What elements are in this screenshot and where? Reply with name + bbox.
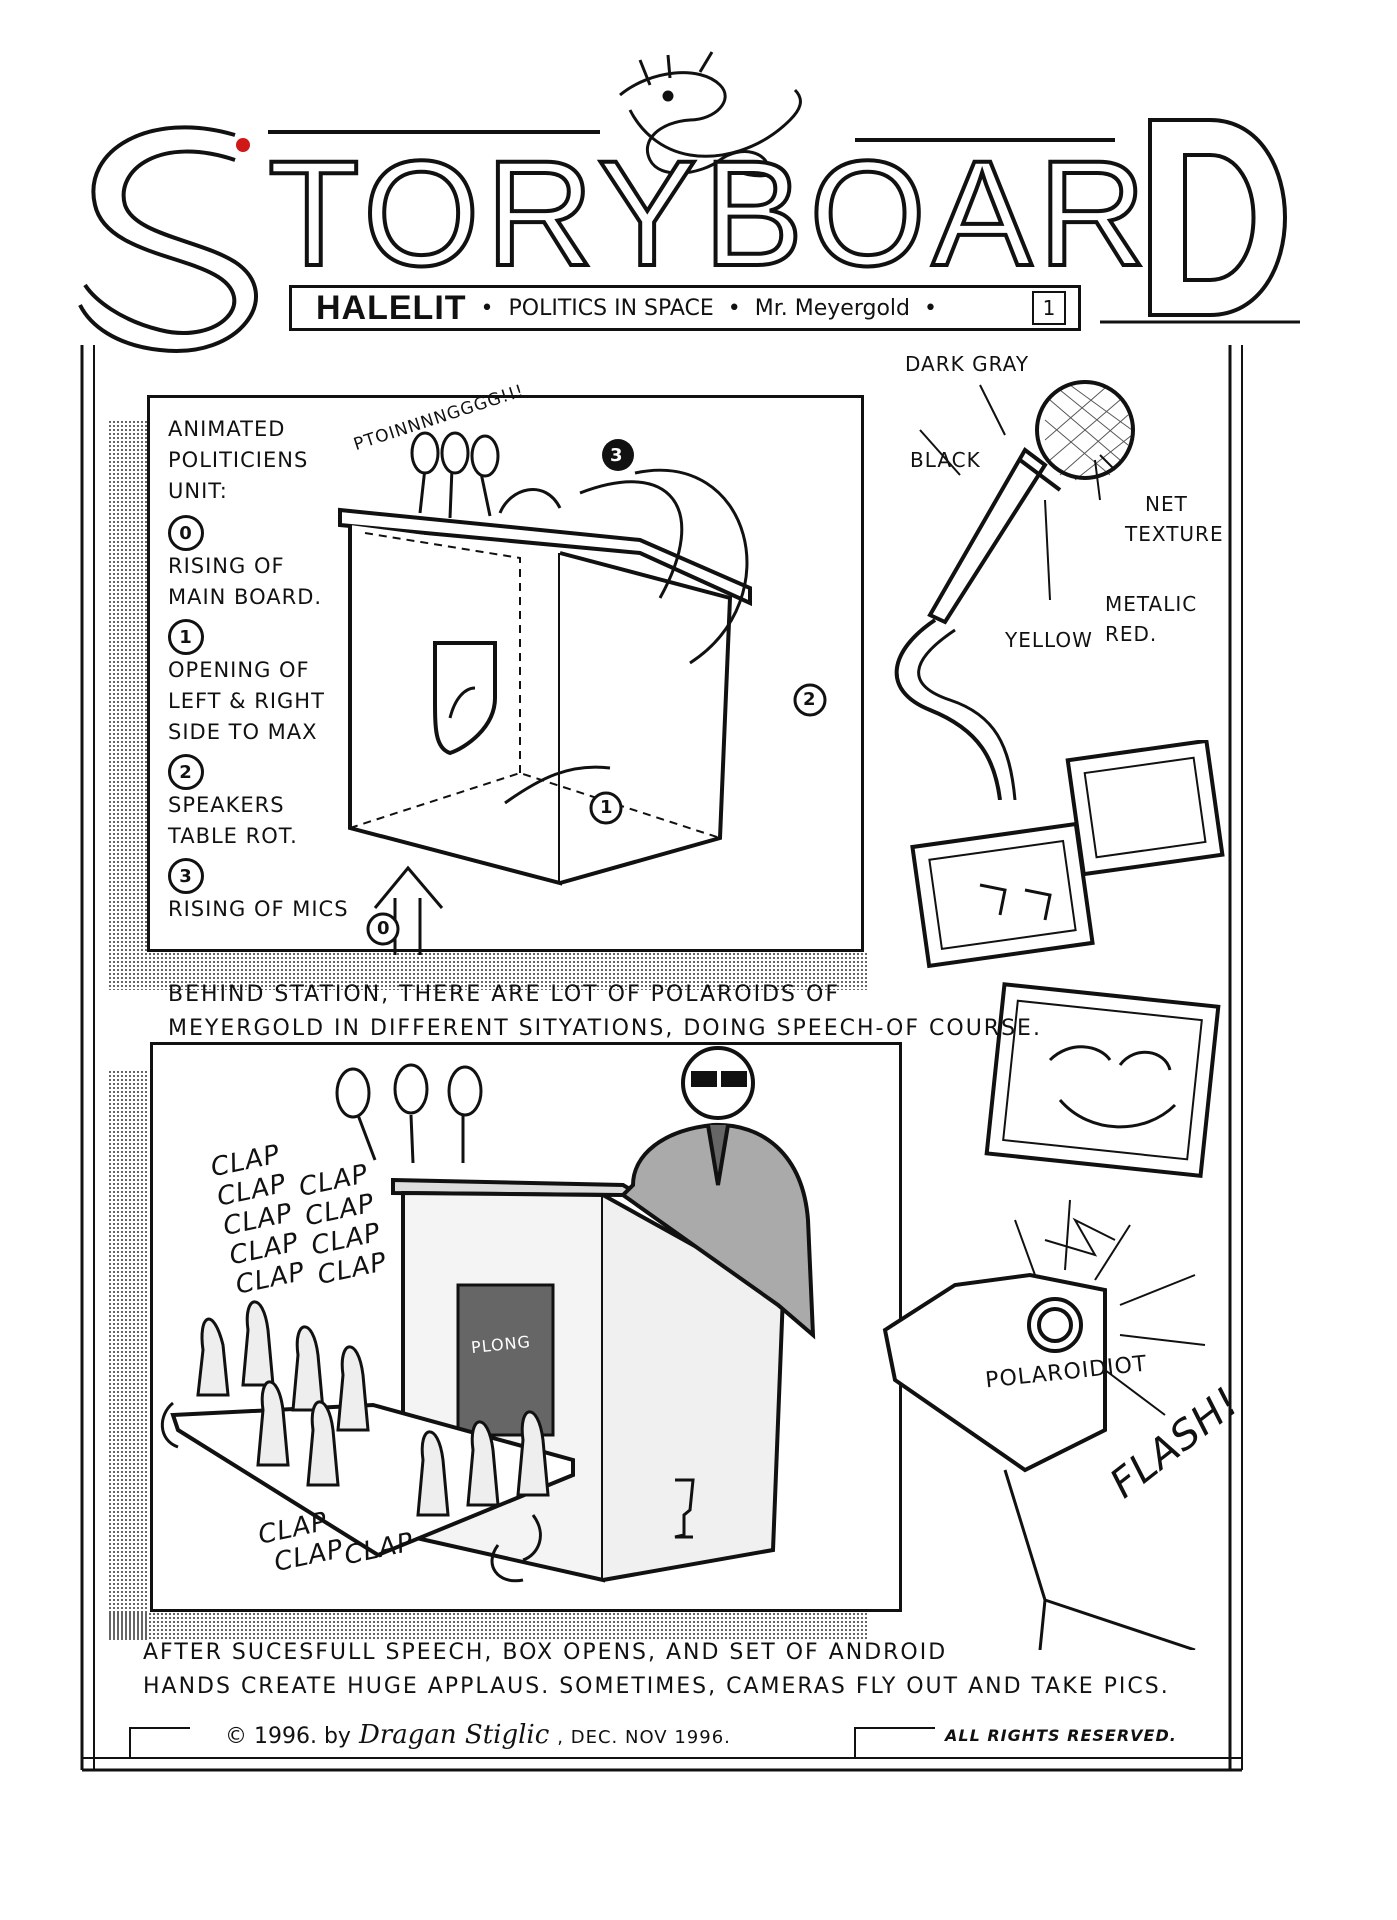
- rights-reserved: ALL RIGHTS RESERVED.: [945, 1726, 1177, 1745]
- copyright-text: © 1996. by: [225, 1724, 351, 1749]
- episode-title: POLITICS IN SPACE: [508, 295, 714, 321]
- speaker-scene: [160, 1046, 816, 1583]
- panel1-shadow-left: [108, 420, 148, 990]
- panel-1: ANIMATED POLITICIENS UNIT: 0 RISING OF M…: [147, 381, 864, 955]
- speaker-meyergold: [619, 1046, 816, 1340]
- camera-stand: [1003, 1469, 1196, 1650]
- rotate-arrow-icon: [490, 1544, 524, 1583]
- panel2-shadow-left: [108, 1070, 148, 1640]
- bullet-sep: •: [480, 295, 495, 321]
- title-letter-s-outline: [83, 125, 237, 335]
- rotate-arrow-icon: [160, 1401, 179, 1449]
- flying-camera: [882, 1199, 1206, 1650]
- flash-burst-icon: [1014, 1199, 1206, 1416]
- step-text: MAIN BOARD.: [168, 585, 323, 609]
- step-text: LEFT & RIGHT: [168, 689, 325, 713]
- step-text: OPENING OF: [168, 658, 310, 682]
- mic-cable: [894, 618, 1002, 800]
- step-text: SPEAKERS: [168, 793, 285, 817]
- step-text: RISING OF: [168, 554, 285, 578]
- mic-icons: [335, 1063, 483, 1164]
- label-dark-gray: DARK GRAY: [905, 352, 1030, 376]
- polaroids: [910, 740, 1225, 1179]
- shield-icon: [433, 641, 497, 756]
- bullet-sep: •: [727, 295, 741, 321]
- step-text: TABLE ROT.: [168, 824, 298, 848]
- character-name: Mr. Meyergold: [754, 295, 911, 321]
- panel1-notes: ANIMATED POLITICIENS UNIT: 0 RISING OF M…: [168, 414, 349, 925]
- caption-1: BEHIND STATION, THERE ARE LOT OF POLAROI…: [168, 978, 1042, 1046]
- caption-line: BEHIND STATION, THERE ARE LOT OF POLAROI…: [168, 982, 840, 1007]
- title-text: TORYBOAR: [266, 129, 1153, 297]
- step-badge: 3: [168, 858, 204, 894]
- red-accent-dot: [236, 138, 250, 152]
- bullet-sep: •: [924, 295, 937, 321]
- polaroid-frame: [984, 982, 1221, 1179]
- caption-line: AFTER SUCESFULL SPEECH, BOX OPENS, AND S…: [143, 1640, 948, 1665]
- author-signature: Dragan Stiglic: [358, 1720, 550, 1750]
- copyright-line: © 1996. by Dragan Stiglic , DEC. NOV 199…: [225, 1720, 731, 1750]
- podium-opening: [456, 1283, 555, 1437]
- marker-label: 1: [600, 797, 613, 818]
- label-black: BLACK: [910, 448, 981, 472]
- notes-title-line: ANIMATED: [168, 417, 286, 441]
- label-net: NET: [1145, 492, 1188, 516]
- polaroid-frame: [1065, 740, 1225, 877]
- header-artwork: [78, 51, 1300, 354]
- copyright-date: , DEC. NOV 1996.: [557, 1727, 731, 1748]
- page-number: 1: [1032, 291, 1066, 325]
- microphone-study: [894, 380, 1135, 800]
- android-hands: [196, 1300, 550, 1517]
- marker-label: 2: [803, 689, 816, 710]
- fragile-glass-icon: [674, 1478, 695, 1539]
- step-badge: 1: [168, 619, 204, 655]
- step-text: SIDE TO MAX: [168, 720, 318, 744]
- mic-handle: [927, 447, 1048, 625]
- podium-drawing: [338, 431, 827, 955]
- label-yellow: YELLOW: [1005, 628, 1093, 652]
- step-badge: 2: [168, 754, 204, 790]
- rotate-arrow-icon: [522, 1514, 542, 1562]
- panel-2: CLAP CLAP CLAP CLAP CLAP CLAP CLAP CLAP …: [150, 1042, 902, 1612]
- notes-title-line: UNIT:: [168, 479, 228, 503]
- panel2-shadow-bottom: [108, 1612, 868, 1640]
- podium-side: [559, 551, 733, 885]
- caption-2: AFTER SUCESFULL SPEECH, BOX OPENS, AND S…: [143, 1636, 1170, 1704]
- label-red: RED.: [1105, 622, 1158, 646]
- project-name: HALELIT: [316, 288, 467, 327]
- notes-title-line: POLITICIENS: [168, 448, 309, 472]
- label-metallic: METALIC: [1105, 592, 1198, 616]
- step-text: RISING OF MICS: [168, 897, 349, 921]
- podium-top-board: [338, 507, 752, 607]
- panel1-markers: [366, 439, 827, 946]
- marker-label: 3: [610, 445, 623, 466]
- mic-icons: [410, 431, 500, 519]
- marker-label: 0: [377, 918, 390, 939]
- label-texture: TEXTURE: [1125, 522, 1224, 546]
- caption-line: HANDS CREATE HUGE APPLAUS. SOMETIMES, CA…: [143, 1674, 1170, 1699]
- step-badge: 0: [168, 515, 204, 551]
- subtitle-banner: HALELIT • POLITICS IN SPACE • Mr. Meyerg…: [289, 285, 1081, 331]
- caption-line: MEYERGOLD IN DIFFERENT SITYATIONS, DOING…: [168, 1016, 1042, 1041]
- panel1-shadow-bottom: [108, 952, 868, 990]
- dragon-icon: [619, 51, 802, 178]
